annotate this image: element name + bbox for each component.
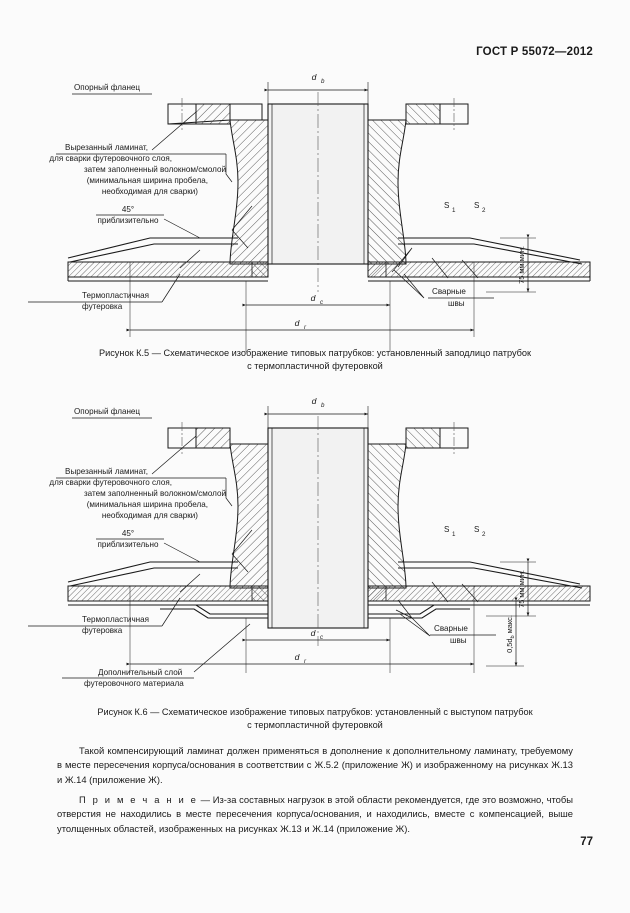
extra-layer-line-1: Дополнительный слой	[98, 668, 182, 677]
max-protrusion-label: 0,5db макс.	[505, 615, 516, 653]
dimension-db: d b	[312, 72, 325, 85]
svg-text:d: d	[295, 318, 300, 328]
figure-k6-drawing: Опорный фланец Вырезанный ламинат, для с…	[28, 396, 591, 688]
dimension-dc: d c	[311, 628, 324, 641]
s2-label: S 2	[474, 201, 486, 214]
lining-label-line-1: Термопластичная	[82, 615, 149, 624]
cut-laminate-line-4: (минимальная ширина пробела,	[87, 500, 208, 509]
svg-text:d: d	[311, 293, 316, 303]
s1-label: S 1	[444, 525, 456, 538]
cut-laminate-line-1: Вырезанный ламинат,	[65, 143, 148, 152]
note-paragraph: П р и м е ч а н и е — Из-за составных на…	[57, 793, 573, 836]
support-flange-label: Опорный фланец	[74, 83, 140, 92]
figure-k6-caption-line2: с термопластичной футеровкой	[247, 720, 383, 730]
cut-laminate-line-4: (минимальная ширина пробела,	[87, 176, 208, 185]
support-flange-label: Опорный фланец	[74, 407, 140, 416]
figure-k6-caption-line1: Рисунок К.6 — Схематическое изображение …	[97, 707, 533, 717]
figure-k5-caption-line1: Рисунок К.5 — Схематическое изображение …	[98, 348, 532, 358]
dimension-dr: d r	[295, 318, 307, 331]
svg-text:0,5db макс.: 0,5db макс.	[505, 615, 516, 653]
svg-text:2: 2	[482, 531, 486, 538]
figure-k5-drawing: Опорный фланец Вырезанный ламинат, для с…	[28, 72, 591, 362]
note-text: Из-за составных нагрузок в этой области …	[57, 794, 573, 834]
cut-laminate-line-3: затем заполненный волокном/смолой	[84, 489, 226, 498]
figure-k5-caption: Рисунок К.5 — Схематическое изображение …	[60, 347, 570, 373]
cut-laminate-line-5: необходимая для сварки)	[102, 511, 198, 520]
page-number: 77	[580, 836, 593, 848]
lining-label-line-1: Термопластичная	[82, 291, 149, 300]
svg-text:d: d	[312, 72, 317, 82]
s1-label: S 1	[444, 201, 456, 214]
welds-label-line-2: швы	[450, 636, 467, 645]
height-min-label: 75 мм мин.	[517, 246, 526, 284]
svg-text:r: r	[304, 324, 307, 331]
standard-header: ГОСТ Р 55072—2012	[476, 46, 593, 58]
figure-k6: Опорный фланец Вырезанный ламинат, для с…	[0, 388, 630, 693]
svg-text:d: d	[312, 396, 317, 406]
svg-text:1: 1	[452, 207, 456, 214]
svg-text:c: c	[320, 299, 324, 306]
welds-label-line-1: Сварные	[434, 624, 468, 633]
figure-k5-labels: Опорный фланец Вырезанный ламинат, для с…	[28, 72, 526, 331]
figure-k5: Опорный фланец Вырезанный ламинат, для с…	[0, 62, 630, 362]
dimension-dr: d r	[295, 652, 307, 665]
svg-text:c: c	[320, 634, 324, 641]
svg-text:d: d	[311, 628, 316, 638]
cut-laminate-line-3: затем заполненный волокном/смолой	[84, 165, 226, 174]
cut-laminate-line-1: Вырезанный ламинат,	[65, 467, 148, 476]
figure-k6-caption: Рисунок К.6 — Схематическое изображение …	[60, 706, 570, 732]
svg-text:2: 2	[482, 207, 486, 214]
svg-text:r: r	[304, 658, 307, 665]
svg-text:b: b	[321, 78, 325, 85]
cut-laminate-line-2: для сварки футеровочного слоя,	[49, 154, 172, 163]
lining-label-line-2: футеровка	[82, 302, 123, 311]
svg-text:b: b	[321, 402, 325, 409]
dimension-dc: d c	[311, 293, 324, 306]
paragraph-compensating-laminate: Такой компенсирующий ламинат должен прим…	[57, 745, 573, 785]
cut-laminate-line-2: для сварки футеровочного слоя,	[49, 478, 172, 487]
svg-text:S: S	[474, 525, 480, 534]
angle-label-line-1: 45°	[122, 205, 134, 214]
figure-k5-caption-line2: с термопластичной футеровкой	[247, 361, 383, 371]
figure-k6-labels: Опорный фланец Вырезанный ламинат, для с…	[28, 396, 526, 688]
extra-layer-line-2: футеровочного материала	[84, 679, 184, 688]
angle-label-line-1: 45°	[122, 529, 134, 538]
dimension-db: d b	[312, 396, 325, 409]
svg-text:d: d	[295, 652, 300, 662]
svg-text:S: S	[444, 525, 450, 534]
s2-label: S 2	[474, 525, 486, 538]
angle-label-line-2: приблизительно	[98, 216, 159, 225]
cut-laminate-line-5: необходимая для сварки)	[102, 187, 198, 196]
note-label: П р и м е ч а н и е	[79, 794, 198, 805]
note-dash: —	[197, 794, 213, 805]
angle-label-line-2: приблизительно	[98, 540, 159, 549]
svg-text:S: S	[474, 201, 480, 210]
svg-text:S: S	[444, 201, 450, 210]
welds-label-line-1: Сварные	[432, 287, 466, 296]
height-min-label: 75 мм мин.	[517, 570, 526, 608]
welds-label-line-2: швы	[448, 299, 465, 308]
lining-label-line-2: футеровка	[82, 626, 123, 635]
svg-text:1: 1	[452, 531, 456, 538]
